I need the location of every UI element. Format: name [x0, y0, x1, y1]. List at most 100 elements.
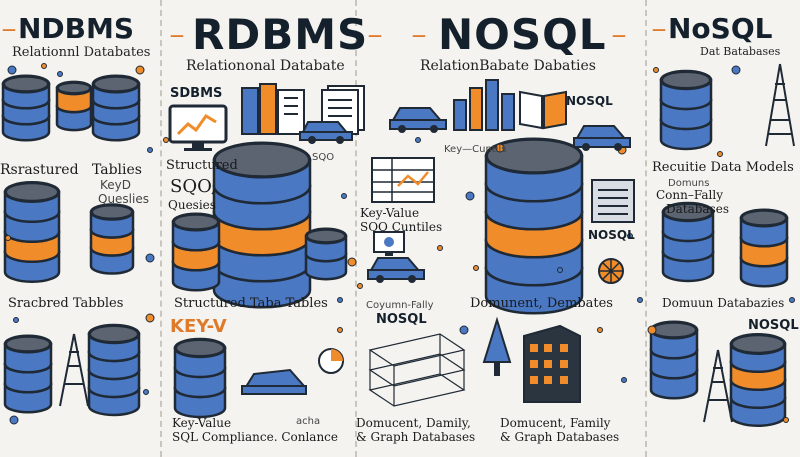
- decorative-dot: [143, 389, 149, 395]
- car-icon: [299, 121, 353, 144]
- decorative-dot: [13, 317, 19, 323]
- database-icon: [649, 320, 699, 400]
- nosql-tag: NOSQL: [376, 312, 427, 327]
- database-icon: [1, 74, 51, 142]
- decorative-dot: [647, 325, 657, 335]
- database-icon: [55, 80, 93, 132]
- section-divider: [355, 0, 358, 457]
- decorative-dot: [783, 417, 789, 423]
- database-icon: [739, 208, 789, 288]
- decorative-dot: [627, 233, 633, 239]
- book-icon: [519, 90, 567, 130]
- label-text: SQO: [312, 152, 335, 163]
- decorative-dot: [337, 327, 343, 333]
- decorative-dot: [653, 67, 659, 73]
- decorative-dot: [347, 257, 357, 267]
- label-text: Rsrastured: [0, 162, 79, 178]
- section-divider: [645, 0, 648, 457]
- decorative-dot: [637, 297, 643, 303]
- label-text: Domunent, Dembates: [470, 296, 613, 311]
- decorative-dot: [9, 415, 19, 425]
- decorative-dot: [717, 151, 723, 157]
- database-icon: [3, 181, 61, 283]
- car-icon: [389, 107, 447, 133]
- database-icon: [171, 212, 221, 292]
- label-text: Recuitie Data Models: [652, 160, 794, 175]
- center-right-subtitle: RelationBabate Dabaties: [420, 58, 596, 74]
- decorative-dot: [437, 245, 443, 251]
- left-title: NDBMS: [18, 12, 135, 45]
- decorative-dot: [459, 325, 469, 335]
- center-left-title: RDBMS: [192, 10, 369, 59]
- label-text: SQO,: [170, 176, 217, 197]
- section-divider: [160, 0, 163, 457]
- label-text: Domucent, Damily, & Graph Databases: [356, 416, 476, 444]
- right-title: NoSQL: [668, 12, 773, 45]
- database-icon: [659, 69, 713, 151]
- decorative-dot: [7, 65, 17, 75]
- label-text: Databases: [666, 202, 730, 216]
- decorative-dot: [147, 147, 153, 153]
- decorative-dot: [135, 65, 145, 75]
- database-icon: [729, 333, 787, 427]
- decorative-dot: [41, 63, 47, 69]
- car-icon: [367, 257, 425, 283]
- label-text: Structured Taba Tables: [174, 296, 328, 311]
- label-text: Domuun Databazies: [662, 296, 785, 310]
- decorative-dot: [621, 377, 627, 383]
- decorative-dot: [163, 137, 169, 143]
- center-right-title: NOSQL: [438, 10, 607, 59]
- label-text: Conn–Fally: [656, 188, 723, 202]
- server-icon: [591, 179, 635, 223]
- label-text: KeyD: [100, 178, 131, 192]
- wheel-icon: [598, 258, 624, 284]
- label-text: Structured: [166, 158, 238, 173]
- label-text: Quesies: [168, 198, 216, 212]
- decorative-dot: [145, 253, 155, 263]
- sdbms-tag: SDBMS: [170, 86, 223, 101]
- right-subtitle: Dat Batabases: [700, 45, 781, 58]
- label-text: Key-Value SQL Compliance. Conlance: [172, 416, 338, 444]
- tower-icon: [703, 349, 733, 423]
- decorative-dot: [57, 71, 63, 77]
- gauge-icon: [318, 348, 344, 374]
- nosql-tag: NOSQL: [566, 94, 613, 108]
- decorative-dot: [145, 313, 155, 323]
- left-subtitle: Relationnl Databates: [12, 45, 151, 60]
- decorative-dot: [415, 137, 421, 143]
- decorative-dot: [597, 327, 603, 333]
- database-icon: [661, 201, 715, 283]
- grid-wireframe-icon: [368, 333, 466, 407]
- label-text: acha: [296, 416, 321, 427]
- bar-chart-icon: [453, 79, 515, 131]
- nosql-tag: NOSQL: [588, 228, 635, 242]
- label-text: Sracbred Tabbles: [8, 296, 124, 311]
- label-text: Coyumn-Fally: [366, 300, 434, 311]
- database-icon: [173, 337, 227, 419]
- decorative-dot: [337, 297, 343, 303]
- database-icon: [3, 334, 53, 414]
- database-icon: [91, 74, 141, 142]
- label-text: Domucent, Family & Graph Databases: [500, 416, 620, 444]
- center-left-subtitle: Relationonal Databate: [186, 58, 345, 74]
- nosql-tag: NOSQL: [748, 318, 799, 333]
- decorative-dot: [731, 65, 741, 75]
- tower-icon: [59, 333, 89, 407]
- monitor-icon: [373, 231, 405, 256]
- decorative-dot: [465, 191, 475, 201]
- building-icon: [523, 324, 581, 403]
- decorative-dot: [341, 193, 347, 199]
- database-icon: [89, 203, 135, 275]
- label-text: Key—Cuntils: [444, 144, 507, 155]
- label-text: Tablies: [92, 162, 142, 178]
- monitor-icon: [168, 104, 228, 151]
- decorative-dot: [789, 297, 795, 303]
- tree-icon: [482, 316, 512, 376]
- car-icon: [241, 368, 307, 395]
- decorative-dot: [495, 143, 505, 153]
- tower-icon: [765, 63, 795, 147]
- decorative-dot: [473, 265, 479, 271]
- label-text: Queslies: [98, 192, 149, 206]
